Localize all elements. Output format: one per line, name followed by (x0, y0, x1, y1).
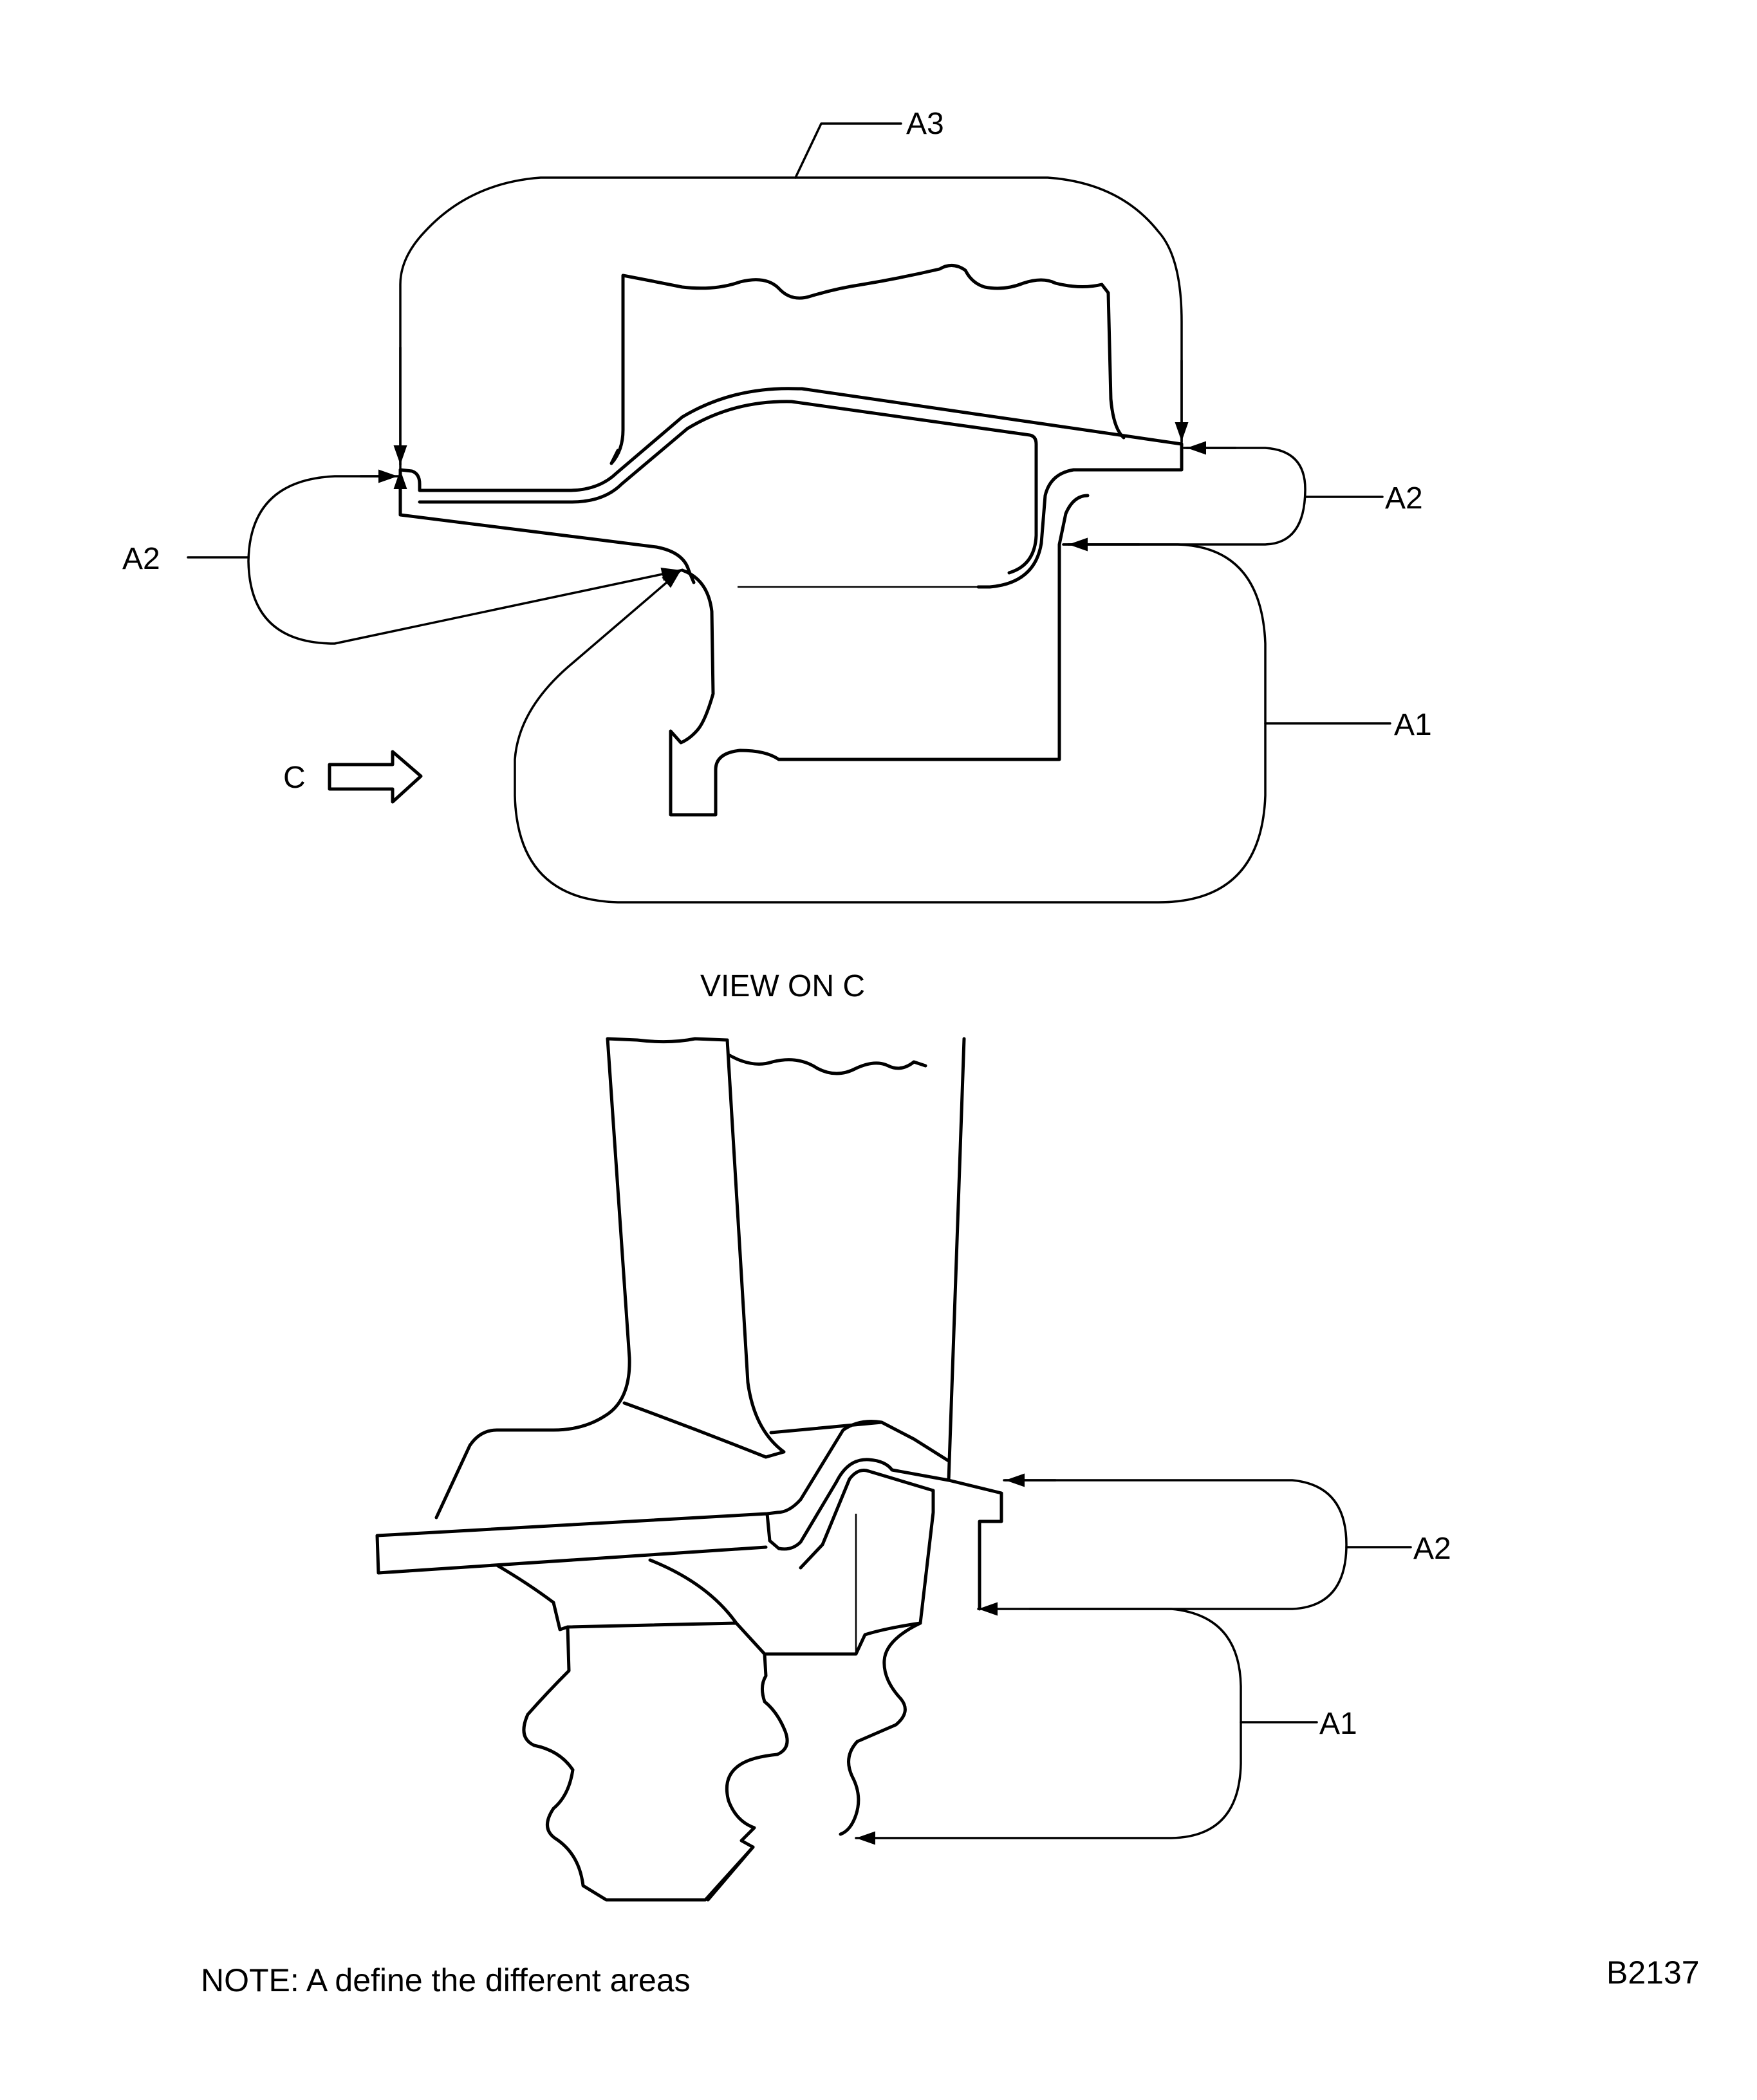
a1-bottom-loop (855, 1608, 1242, 1845)
a3-leader (794, 122, 902, 179)
top-platform-outer (398, 387, 1184, 589)
figure-code: B2137 (1606, 1955, 1700, 1991)
a2-left-loop (247, 475, 682, 645)
bottom-fir-tree-root (495, 1563, 922, 1902)
top-blade-outline (609, 264, 1126, 465)
label-a2-top-left: A2 (122, 542, 160, 576)
bottom-platform (375, 1420, 951, 1625)
a1-top-loop (514, 543, 1267, 904)
top-section-view: A3 A2 A2 A1 C (122, 107, 1432, 904)
label-a1-bottom: A1 (1319, 1707, 1357, 1741)
view-caption: VIEW ON C (700, 969, 865, 1003)
view-direction-arrow[interactable] (328, 750, 423, 804)
bottom-section-view: A2 A1 (375, 1037, 1451, 1902)
a2-bottom-loop (977, 1479, 1348, 1616)
a2-right-loop (1067, 447, 1306, 552)
label-a2-top-right: A2 (1385, 481, 1423, 516)
footer-note: NOTE: A define the different areas (201, 1962, 691, 1998)
label-a3-top: A3 (906, 107, 944, 141)
top-platform-inner (418, 400, 1038, 575)
bottom-fir-tree-inner (566, 1558, 767, 1902)
label-view-c: C (283, 761, 306, 795)
top-root-outline (669, 494, 1090, 817)
a3-region-loop (393, 176, 1183, 489)
label-a1-top: A1 (1394, 708, 1432, 742)
bottom-blade-right (728, 1037, 1003, 1611)
bottom-blade-left (434, 1037, 786, 1519)
label-a2-bottom: A2 (1413, 1532, 1451, 1566)
